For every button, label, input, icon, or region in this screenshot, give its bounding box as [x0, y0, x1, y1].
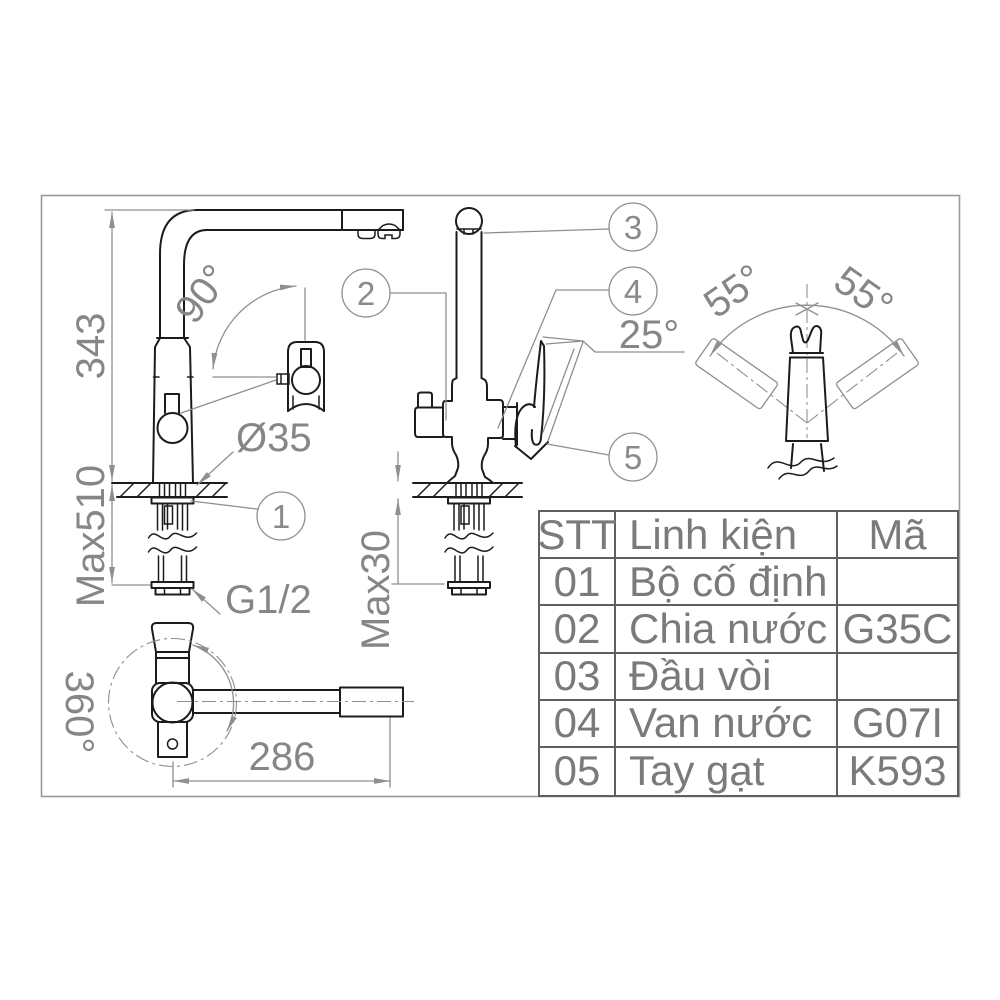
table-header-part: Linh kiện — [616, 512, 838, 560]
dim-height: 343 — [69, 313, 113, 380]
clamp-detail — [276, 341, 325, 412]
table-row-code: G07I — [838, 701, 957, 748]
left-side-view: 343 Max510 90° Ø35 G1/2 1 — [69, 209, 404, 622]
callout-4-circle — [608, 266, 658, 316]
table-row-part: Bộ cố định — [616, 559, 838, 607]
callout-3-number: 3 — [624, 209, 642, 246]
table-header-stt: STT — [537, 510, 617, 560]
angle-25: 25° — [619, 313, 680, 357]
dim-hole-diameter: Ø35 — [236, 416, 312, 460]
table-row-stt: 01 — [540, 559, 616, 607]
parts-table: STT Linh kiện Mã 01 Bộ cố định 02 Chia n… — [537, 510, 959, 797]
angle-55-left: 55° — [696, 256, 771, 327]
mounting-hardware — [147, 483, 198, 596]
top-view: 360° 286 — [57, 622, 414, 788]
callout-5-circle — [608, 432, 658, 482]
table-row-stt: 03 — [540, 653, 616, 701]
table-row-stt: 05 — [540, 747, 616, 795]
table-row-code — [838, 654, 957, 701]
mounting-hardware — [444, 483, 494, 596]
drawing-frame — [40, 194, 961, 798]
thread-size-label: G1/2 — [225, 578, 312, 622]
callout-1-circle — [256, 491, 306, 541]
callout-4-number: 4 — [624, 273, 642, 310]
handle-rotation-view: 55° 55° — [695, 256, 919, 480]
table-row-stt: 02 — [540, 606, 616, 654]
table-row-part: Van nước — [616, 700, 838, 748]
table-row-code — [838, 559, 957, 607]
callout-5-number: 5 — [624, 439, 642, 476]
angle-55-right: 55° — [826, 258, 901, 329]
table-row-code: G35C — [838, 606, 957, 654]
angle-90: 90° — [167, 257, 239, 332]
table-row-part: Chia nước — [616, 606, 838, 654]
callout-3-circle — [608, 202, 658, 252]
handle-knob — [156, 412, 189, 444]
table-row-part: Đầu vòi — [616, 653, 838, 701]
front-view: 25° Max30 2 3 4 5 — [341, 202, 685, 650]
table-row-part: Tay gạt — [616, 747, 838, 795]
callout-2-number: 2 — [357, 275, 375, 312]
callout-1-number: 1 — [272, 498, 290, 535]
table-row-stt: 04 — [540, 700, 616, 748]
dim-spout-reach: 286 — [249, 735, 316, 779]
dim-max-under-counter: Max510 — [69, 465, 113, 607]
lever-blade — [530, 340, 546, 446]
angle-360: 360° — [57, 671, 101, 754]
table-header-code: Mã — [838, 512, 957, 560]
dim-max-counter-thickness: Max30 — [354, 530, 398, 650]
table-row-code: K593 — [848, 747, 947, 795]
